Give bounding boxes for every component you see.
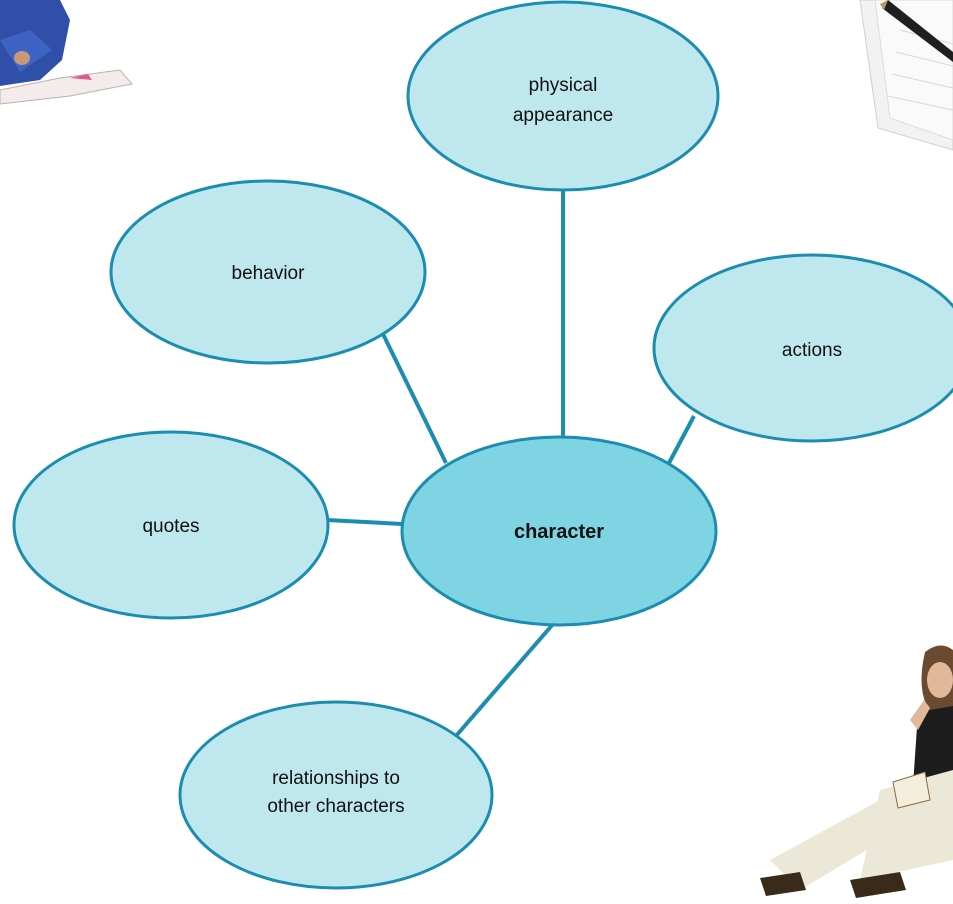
connector-behavior: [381, 333, 448, 464]
node-relationships-label-2: other characters: [267, 796, 404, 817]
connector-lines: [326, 190, 696, 746]
connector-actions: [667, 415, 696, 464]
node-actions: actions: [652, 253, 953, 443]
node-behavior-label: behavior: [232, 263, 306, 284]
paper-and-pen-photo: [859, 0, 953, 151]
woman-thinking-photo: [760, 645, 953, 898]
node-relationships-label-1: relationships to: [272, 768, 400, 789]
connector-quotes: [326, 518, 403, 526]
node-character-center: character: [400, 435, 718, 627]
center-label: character: [514, 521, 604, 543]
student-reading-photo: [0, 0, 133, 105]
connector-relationships: [447, 621, 556, 746]
node-behavior: behavior: [109, 179, 427, 365]
node-quotes: quotes: [12, 430, 330, 620]
node-physical-appearance: physical appearance: [406, 0, 720, 192]
node-relationships: relationships to other characters: [178, 700, 494, 890]
node-physical-appearance-label-1: physical: [529, 75, 598, 96]
node-quotes-label: quotes: [142, 516, 199, 537]
node-actions-label: actions: [782, 340, 842, 361]
node-physical-appearance-label-2: appearance: [513, 105, 613, 126]
